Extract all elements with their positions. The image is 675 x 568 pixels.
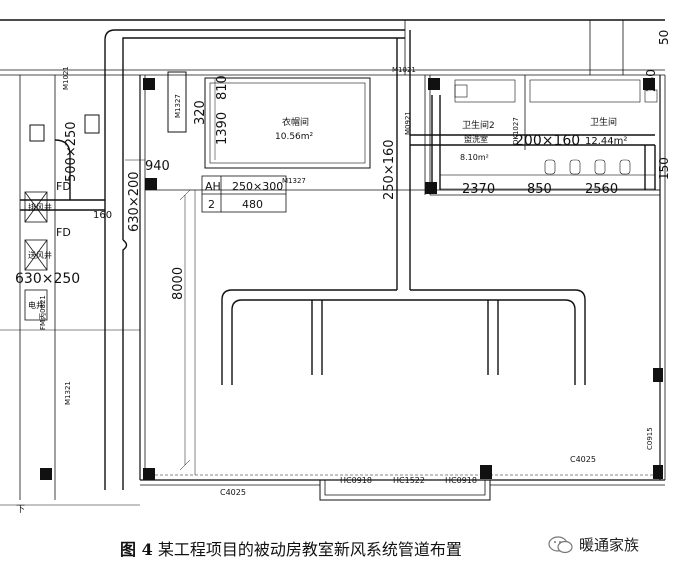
duct-size-left-lower: 630×250	[15, 271, 80, 287]
caption-title: 某工程项目的被动房教室新风系统管道布置	[157, 540, 462, 559]
dim-2560: 2560	[585, 182, 618, 197]
door-m1321: M1321	[64, 381, 72, 405]
dim-2370: 2370	[462, 182, 495, 197]
table-cell-r1c1: AH	[205, 180, 221, 193]
fire-damper-1: FD	[56, 180, 71, 193]
window-hc0918b: HC0918	[445, 476, 477, 485]
shaft-label-elec: 电井	[28, 300, 44, 310]
watermark-text: 暖通家族	[579, 536, 640, 554]
door-m1021: M1021	[62, 66, 70, 90]
figure-caption: 图 4 某工程项目的被动房教室新风系统管道布置 暖通家族	[0, 532, 675, 562]
dim-150: 150	[657, 157, 671, 180]
door-m1327a: M1327	[174, 94, 182, 118]
dimension-lines	[125, 78, 660, 471]
room-sub-toilet-a: 盥洗室	[464, 134, 488, 144]
left-shafts	[24, 191, 48, 321]
room-area-toilet-a: 8.10m²	[460, 153, 489, 162]
duct-layout-drawing: 衣帽间 10.56m² 卫生间2 盥洗室 8.10m² 卫生间 12.44m² …	[0, 19, 671, 515]
duct-size-right-upper: 200×160	[515, 133, 580, 149]
window-hc1522: HC1522	[393, 476, 425, 485]
room-area-cloak: 10.56m²	[275, 132, 314, 142]
dim-810: 810	[215, 75, 230, 100]
door-fm: FM丙0821	[39, 295, 47, 330]
door-m1327b: M1327	[282, 177, 306, 185]
room-label-toilet-b: 卫生间	[590, 116, 617, 128]
wechat-icon	[548, 535, 573, 553]
duct-size-center-vertical: 250×160	[382, 139, 397, 200]
table-cell-r2c1: 2	[208, 198, 215, 211]
air-handler-table	[201, 175, 287, 213]
door-m1021b: M1021	[392, 66, 416, 74]
dim-260: 260	[644, 69, 658, 92]
window-hc0918a: HC0918	[340, 476, 372, 485]
dim-320: 320	[193, 100, 208, 125]
dim-1390: 1390	[215, 112, 230, 145]
room-label-cloak: 衣帽间	[282, 116, 309, 128]
caption-figure-number: 图 4	[120, 540, 153, 559]
cloakroom	[204, 77, 371, 169]
room-area-toilet-b: 12.44m²	[585, 136, 627, 147]
walls	[0, 19, 666, 506]
dim-50: 50	[657, 30, 671, 45]
dim-940: 940	[145, 159, 170, 174]
duct-size-left-upper: 500×250	[64, 121, 79, 182]
table-cell-r1c2: 250×300	[232, 180, 283, 193]
fire-damper-2: FD	[56, 226, 71, 239]
caption-text: 图 4 某工程项目的被动房教室新风系统管道布置	[120, 536, 462, 560]
dim-160: 160	[93, 210, 112, 221]
shaft-label-2: 送风井	[28, 250, 52, 260]
door-dk: DK1027	[512, 117, 520, 145]
door-m0921: M0921	[404, 111, 412, 135]
ductwork	[20, 29, 656, 490]
dim-850: 850	[527, 182, 552, 197]
window-c4025-right: C4025	[570, 455, 596, 464]
duct-size-left-vertical: 630×200	[127, 171, 142, 232]
window-c4025-left: C4025	[220, 488, 246, 497]
dim-8000: 8000	[171, 267, 186, 300]
structural-columns	[40, 78, 663, 480]
room-label-toilet-a: 卫生间2	[462, 119, 495, 131]
watermark: 暖通家族	[548, 534, 639, 555]
window-c0915: C0915	[646, 427, 654, 450]
shaft-label-1: 排风井	[28, 202, 52, 212]
stair-down-label: 下	[16, 505, 25, 515]
table-cell-r2c2: 480	[242, 198, 263, 211]
